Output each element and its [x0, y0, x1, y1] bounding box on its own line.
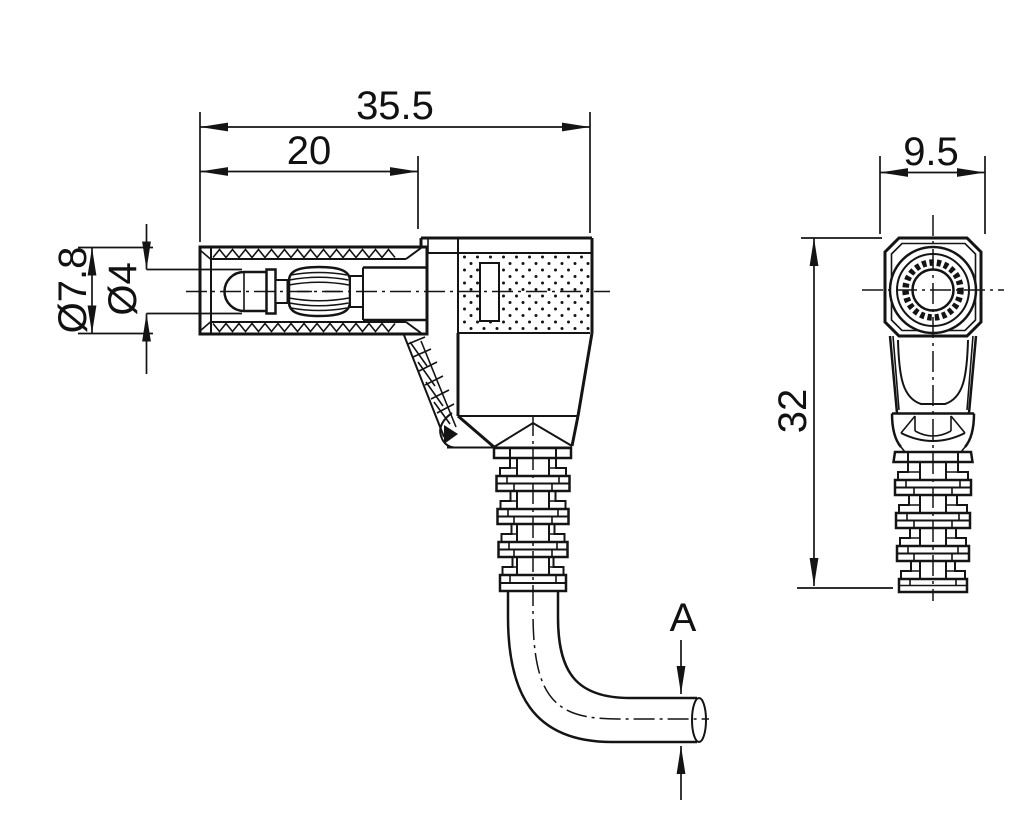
sleeve-hatch-top	[212, 248, 396, 259]
cable	[506, 591, 707, 744]
cable-end	[691, 697, 707, 743]
dim-overall-length-label: 35.5	[356, 84, 434, 128]
strain-relief-end	[892, 450, 974, 594]
side-view	[198, 236, 707, 744]
dim-plug-length-label: 20	[287, 129, 332, 173]
centerlines	[186, 215, 1004, 720]
cable-section-label: A	[670, 596, 697, 640]
connector-body	[419, 236, 594, 449]
sleeve-hatch-bottom	[212, 322, 396, 333]
dim-head-width-label: 9.5	[903, 130, 959, 174]
dim-pin-diameter-label: Ø4	[101, 262, 145, 315]
dimension-lines	[78, 112, 986, 800]
dimension-labels: 35.5 20 9.5 A Ø7.8 Ø4 32	[51, 84, 959, 640]
centerline-cable-axis	[532, 415, 709, 720]
latch-tip	[444, 425, 458, 444]
dim-body-height-label: 32	[771, 389, 815, 434]
dim-sleeve-diameter-label: Ø7.8	[51, 247, 95, 334]
